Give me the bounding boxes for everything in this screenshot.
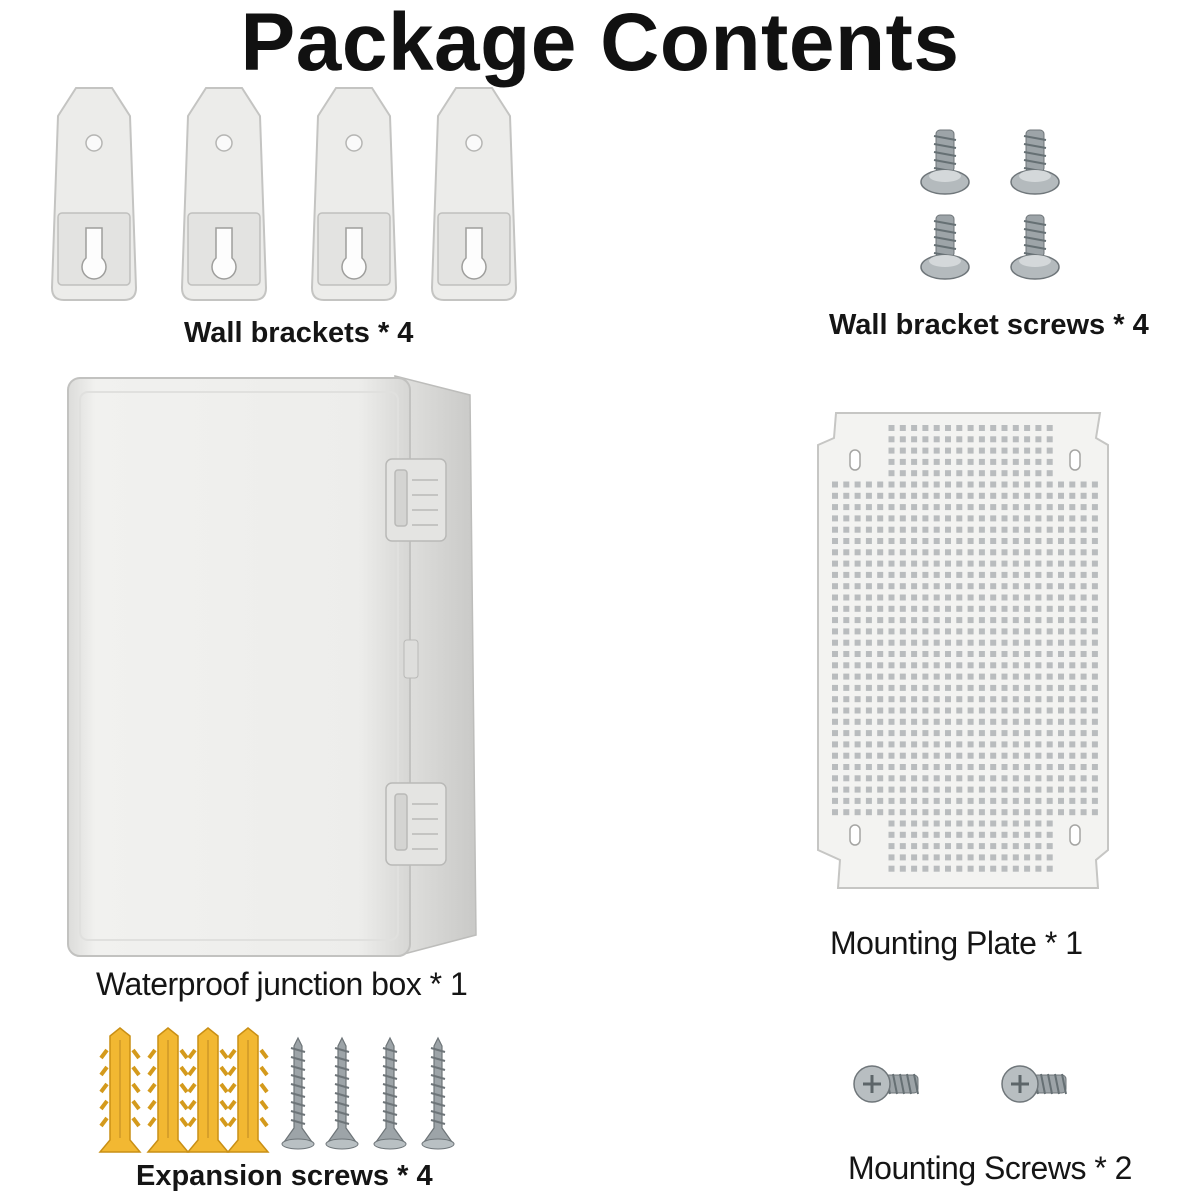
wall-bracket-icon [430,87,518,301]
expansion-anchor-icon [146,1027,190,1153]
mounting-screws-label: Mounting Screws * 2 [848,1150,1132,1186]
expansion-anchor-icon [98,1027,142,1153]
countersunk-screw-icon [1001,1065,1067,1103]
wood-screw-icon [373,1036,407,1150]
wall-bracket-icon [180,87,268,301]
mounting-plate-icon [817,412,1109,889]
wood-screw-icon [281,1036,315,1150]
wood-screw-icon [421,1036,455,1150]
pan-head-screw-icon [920,214,970,280]
wood-screw-icon [325,1036,359,1150]
latch-top [385,458,447,542]
pan-head-screw-icon [1010,214,1060,280]
perforation-grid [832,425,1098,872]
latch-bottom [385,782,447,866]
pan-head-screw-icon [1010,129,1060,195]
expansion-anchor-icon [226,1027,270,1153]
wall-bracket-icon [50,87,138,301]
wall-bracket-icon [310,87,398,301]
pan-head-screw-icon [920,129,970,195]
wall-bracket-screws-label: Wall bracket screws * 4 [829,309,1149,341]
countersunk-screw-icon [853,1065,919,1103]
expansion-anchor-icon [186,1027,230,1153]
junction-box-label: Waterproof junction box * 1 [96,966,468,1002]
mounting-plate-label: Mounting Plate * 1 [830,925,1083,961]
page-title: Package Contents [240,0,960,88]
wall-brackets-label: Wall brackets * 4 [184,317,414,349]
expansion-screws-label: Expansion screws * 4 [136,1160,433,1192]
